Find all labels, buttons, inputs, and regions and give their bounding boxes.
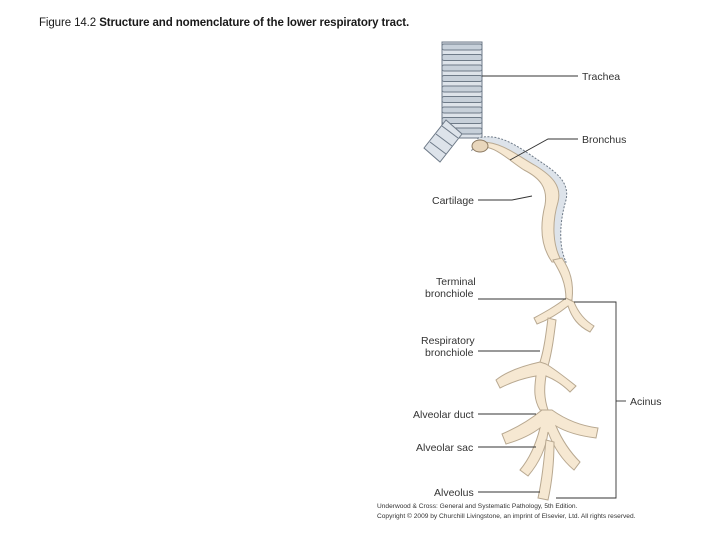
trachea-illustration xyxy=(441,41,483,139)
label-alveolus: Alveolus xyxy=(434,487,474,499)
label-acinus: Acinus xyxy=(630,396,662,408)
label-respiratory-bronchiole-line2: bronchiole xyxy=(425,347,474,359)
trachea-ring xyxy=(441,54,483,61)
credit-line-1: Underwood & Cross: General and Systemati… xyxy=(377,503,578,510)
label-bronchus: Bronchus xyxy=(582,134,626,146)
left-bronchus-illustration xyxy=(423,119,463,163)
label-terminal-bronchiole-line1: Terminal xyxy=(436,276,476,288)
label-cartilage: Cartilage xyxy=(432,195,474,207)
figure-caption: Figure 14.2 Structure and nomenclature o… xyxy=(39,17,409,29)
airway-tree-illustration xyxy=(470,136,599,501)
trachea-ring xyxy=(441,106,483,114)
trachea-ring xyxy=(441,96,483,103)
label-respiratory-bronchiole-line1: Respiratory xyxy=(421,335,475,347)
leader-lines xyxy=(478,75,626,499)
figure-title: Structure and nomenclature of the lower … xyxy=(99,17,410,29)
trachea-ring xyxy=(441,85,483,93)
credit-line-2: Copyright © 2009 by Churchill Livingston… xyxy=(377,512,636,520)
label-terminal-bronchiole-line2: bronchiole xyxy=(425,288,474,300)
figure-number: Figure 14.2 xyxy=(39,17,97,29)
trachea-ring xyxy=(441,117,483,124)
trachea-ring xyxy=(441,75,483,82)
label-alveolar-sac: Alveolar sac xyxy=(416,442,473,454)
trachea-ring xyxy=(441,43,483,51)
trachea-ring xyxy=(441,64,483,72)
label-trachea: Trachea xyxy=(582,71,620,83)
label-alveolar-duct: Alveolar duct xyxy=(413,409,474,421)
